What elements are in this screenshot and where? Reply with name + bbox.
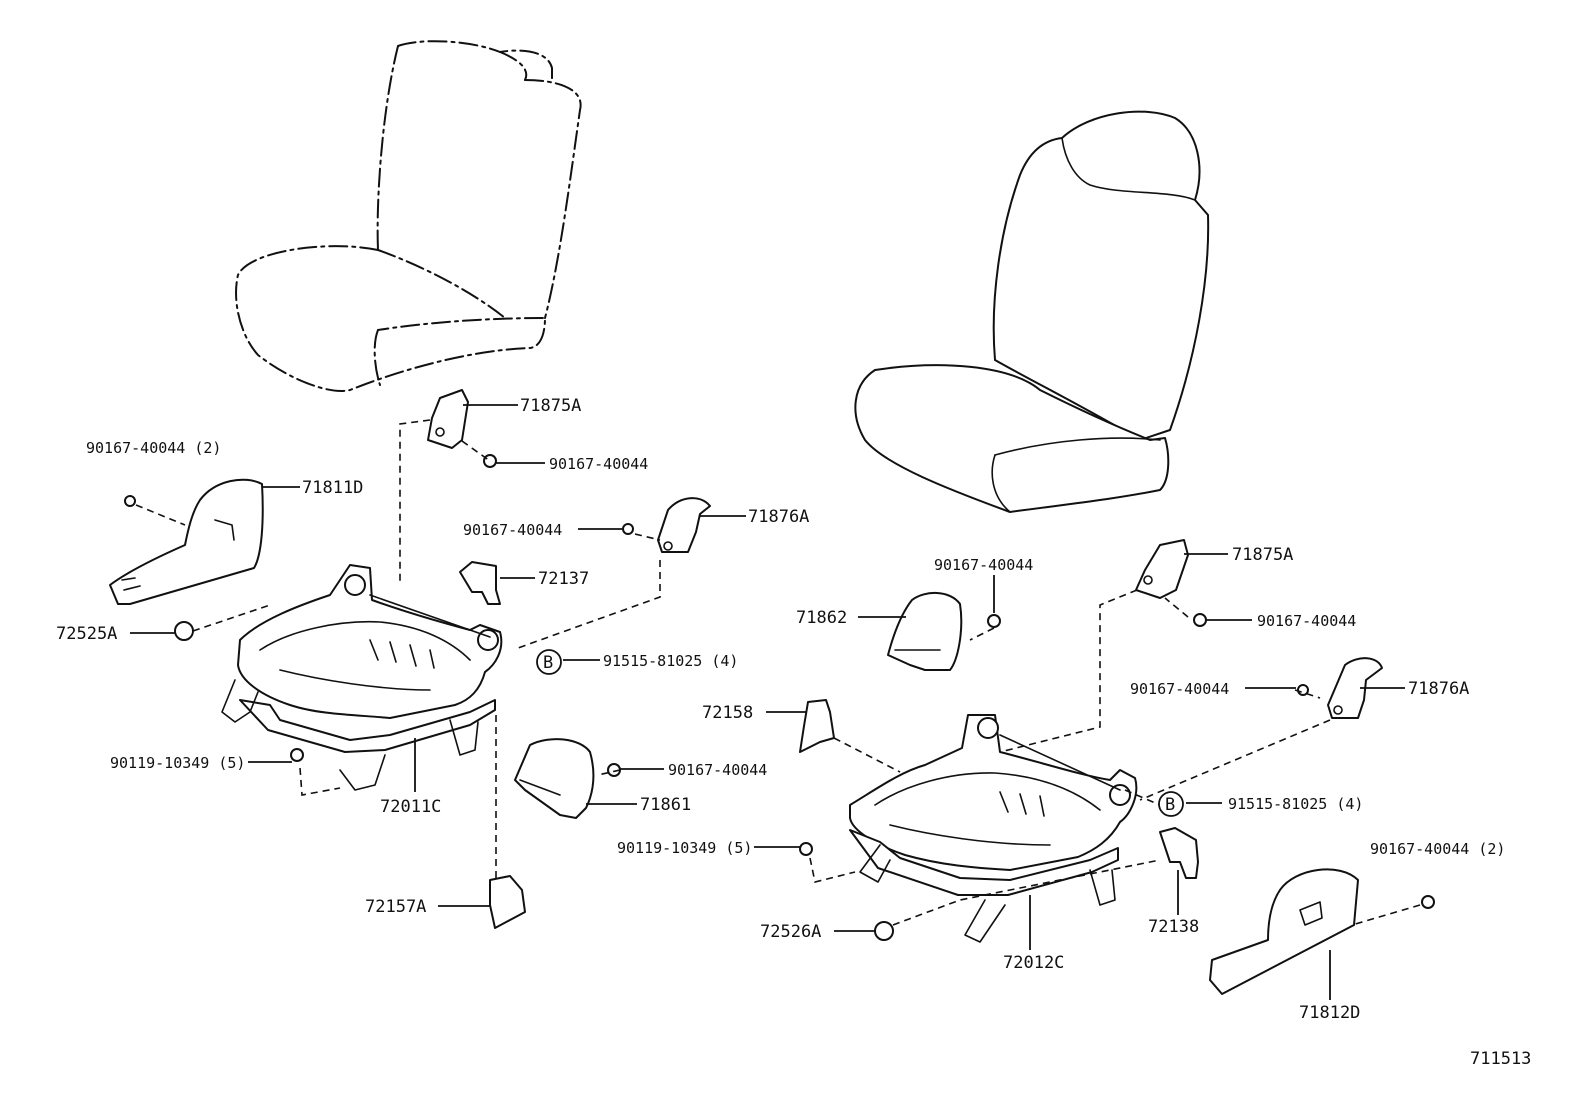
cover-71876a-left [657, 497, 711, 553]
label-b-right: B [1165, 795, 1175, 815]
bracket-72137 [459, 561, 501, 605]
label-71812d: 71812D [1299, 1003, 1360, 1023]
label-90119-left: 90119-10349 (5) [110, 754, 245, 772]
bolt-icons [124, 454, 1435, 909]
label-72012c: 72012C [1003, 953, 1064, 973]
bolt-icon [1193, 613, 1207, 627]
seat-frame-72011c [221, 564, 503, 791]
label-91515-left: 91515-81025 (4) [603, 652, 738, 670]
seat-frame-72012c [849, 714, 1138, 943]
marker-b-right [1158, 791, 1184, 817]
bolt-icon [124, 495, 136, 507]
bolt-icon [622, 523, 634, 535]
label-71811d: 71811D [302, 478, 363, 498]
label-91515-right: 91515-81025 (4) [1228, 795, 1363, 813]
shield-71812d [1209, 868, 1359, 995]
label-72157a: 72157A [365, 897, 426, 917]
part-labels: 71875A 90167-40044 90167-40044 (2) 71811… [56, 396, 1531, 1069]
label-71876a-left: 71876A [748, 507, 809, 527]
leader-lines [130, 404, 1405, 1000]
label-90119-right: 90119-10349 (5) [617, 839, 752, 857]
label-72525a: 72525A [56, 624, 117, 644]
bracket-72158 [799, 699, 835, 753]
bolt-icon [483, 454, 497, 468]
bolt-icon [987, 614, 1001, 628]
cap-72525a [174, 621, 194, 641]
label-71862: 71862 [796, 608, 847, 628]
label-71875a-left: 71875A [520, 396, 581, 416]
bracket-72138 [1159, 827, 1199, 879]
label-90167-2-right: 90167-40044 (2) [1370, 840, 1505, 858]
label-72526a: 72526A [760, 922, 821, 942]
drawing-number: 711513 [1470, 1049, 1531, 1069]
label-71876a-right: 71876A [1408, 679, 1469, 699]
cap-72526a [874, 921, 894, 941]
label-90167-mid-right: 90167-40044 [1130, 680, 1229, 698]
bracket-72157a [489, 875, 526, 929]
label-71861: 71861 [640, 795, 691, 815]
cover-71875a-right [1135, 539, 1189, 599]
label-72158: 72158 [702, 703, 753, 723]
label-90167-2-left: 90167-40044 (2) [86, 439, 221, 457]
bolt-icon [1421, 895, 1435, 909]
connection-lines [135, 419, 1421, 926]
shield-71811d [109, 478, 264, 605]
label-90167-top-right: 90167-40044 [1257, 612, 1356, 630]
label-72137: 72137 [538, 569, 589, 589]
label-90167-top-left: 90167-40044 [549, 455, 648, 473]
label-71875a-right: 71875A [1232, 545, 1293, 565]
cover-71862 [887, 592, 963, 671]
left-seat-outline [235, 40, 582, 392]
cover-71861 [514, 738, 595, 819]
bolt-icon [799, 842, 813, 856]
cover-71876a-right [1327, 657, 1383, 719]
label-72138: 72138 [1148, 917, 1199, 937]
label-90167-71861: 90167-40044 [668, 761, 767, 779]
label-b-left: B [543, 653, 553, 673]
cover-71875a-left [427, 389, 469, 449]
marker-b-left [536, 649, 562, 675]
label-90167-71862: 90167-40044 [934, 556, 1033, 574]
bolt-icon [290, 748, 304, 762]
label-90167-mid-left: 90167-40044 [463, 521, 562, 539]
right-seat [854, 110, 1210, 513]
reference-markers [536, 649, 1184, 817]
label-72011c: 72011C [380, 797, 441, 817]
